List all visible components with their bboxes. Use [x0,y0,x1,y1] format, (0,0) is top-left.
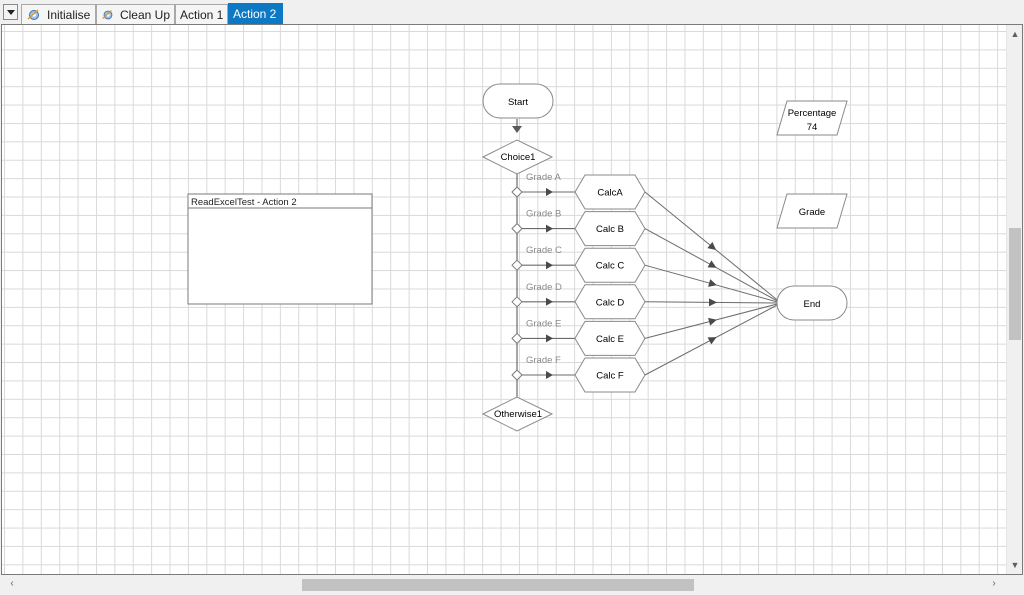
choice-branch[interactable]: Grade D Calc D [511,282,646,320]
choice-start[interactable]: Choice1 [481,139,554,175]
scroll-right-icon[interactable]: › [992,578,996,589]
choice-node[interactable] [511,369,523,381]
otherwise-label: Otherwise1 [494,409,542,420]
arrow-head [707,260,717,268]
scroll-up-icon[interactable]: ▲ [1010,29,1020,39]
scrollbar-corner [1007,575,1023,592]
data-item-value: 74 [807,122,818,133]
tab-initialise[interactable]: Initialise [21,4,96,24]
data-item-grade[interactable]: Grade [776,193,848,229]
tab-action-2[interactable]: Action 2 [228,3,283,24]
note-box[interactable]: ReadExcelTest - Action 2 [187,193,373,305]
arrow-head [546,188,553,196]
end-label: End [804,299,821,310]
choice-node[interactable] [511,259,523,271]
choice-label: Choice1 [501,152,536,163]
scroll-down-icon[interactable]: ▼ [1010,560,1020,570]
branch-condition-label: Grade C [526,245,562,256]
choice-branch[interactable]: Grade C Calc C [511,245,646,283]
arrow-head [546,224,553,233]
arrow-head [512,126,522,133]
tab-action-1[interactable]: Action 1 [175,4,228,24]
start-label: Start [508,97,528,108]
choice-node[interactable] [511,332,523,345]
branch-condition-label: Grade A [526,172,562,183]
arrow-head [707,337,717,345]
tab-clean-up[interactable]: Clean Up [96,4,175,24]
choice-node[interactable] [511,186,523,198]
calculation-label: Calc D [596,297,625,308]
choice-branch[interactable]: Grade B Calc B [511,209,646,247]
arrow-head [708,279,717,287]
arrow-head [546,371,553,379]
process-canvas[interactable]: ReadExcelTest - Action 2 Start Choice1 G… [1,24,1023,575]
choice-node[interactable] [511,296,523,308]
vertical-scrollbar[interactable]: ▲ ▼ [1006,25,1022,574]
note-title: ReadExcelTest - Action 2 [191,197,297,208]
arrow-head [707,241,717,251]
data-item-name: Percentage [788,108,837,119]
calculation-label: Calc B [596,224,624,235]
branch-condition-label: Grade D [526,282,562,293]
start-stage[interactable]: Start [482,83,554,119]
data-item-percentage[interactable]: Percentage 74 [776,100,848,136]
arrow-head [546,261,553,270]
tab-label: Action 1 [180,7,224,22]
end-stage[interactable]: End [776,285,848,321]
choice-otherwise[interactable]: Otherwise1 [481,396,554,432]
branch-condition-label: Grade B [526,209,561,220]
calculation-label: CalcA [597,188,623,199]
calculation-label: Calc C [596,261,625,272]
tab-list-dropdown-button[interactable] [3,4,18,20]
tab-strip: Initialise Clean Up Action 1 Action 2 [0,0,1024,24]
choice-node[interactable] [511,222,523,235]
vertical-scroll-thumb[interactable] [1009,228,1021,340]
tab-label: Action 2 [233,7,277,21]
gear-icon [102,9,113,19]
branch-condition-label: Grade E [526,318,561,329]
gear-icon [27,8,39,20]
choice-branch[interactable]: Grade F Calc F [511,355,646,393]
arrow-head [708,298,717,307]
branch-condition-label: Grade F [526,355,561,366]
flow-diagram: ReadExcelTest - Action 2 Start Choice1 G… [187,83,848,432]
calculation-label: Calc F [596,371,624,382]
horizontal-scroll-thumb[interactable] [302,579,694,591]
chevron-down-icon [6,9,15,15]
arrow-head [708,317,717,326]
choice-branch[interactable]: Grade E Calc E [511,318,646,356]
horizontal-scrollbar[interactable]: ‹ › [1,575,1007,592]
tab-label: Clean Up [119,7,170,22]
choice-branch[interactable]: Grade A CalcA [511,172,646,210]
tab-label: Initialise [47,7,91,22]
arrow-head [546,297,553,306]
scroll-left-icon[interactable]: ‹ [10,578,14,589]
data-item-name: Grade [799,207,825,218]
calculation-label: Calc E [596,334,624,345]
arrow-head [546,334,553,343]
